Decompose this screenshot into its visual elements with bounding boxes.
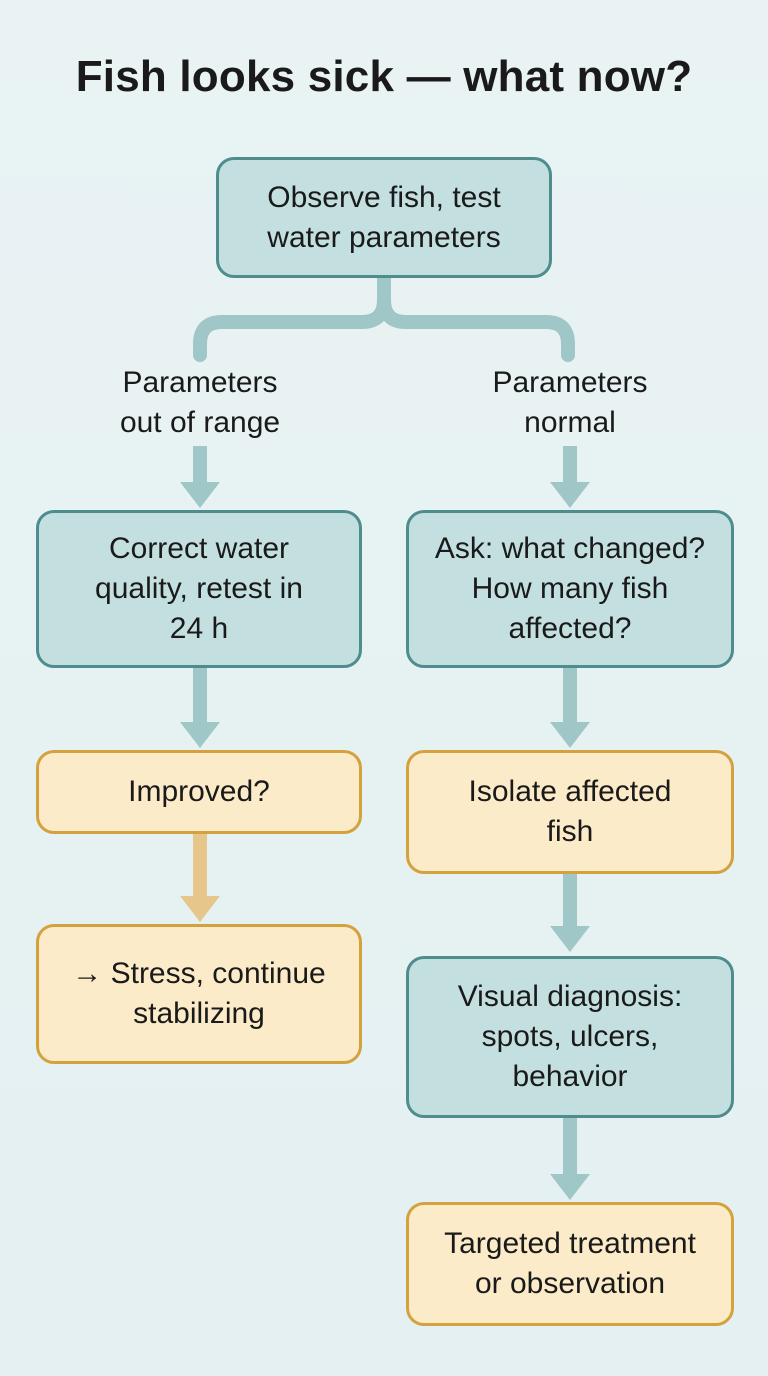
split-connector [193, 271, 575, 362]
arrow-left-1 [180, 446, 220, 508]
right-step-targeted-treatment: Targeted treatment or observation [406, 1202, 734, 1326]
left-step-improved: Improved? [36, 750, 362, 834]
right-step-isolate: Isolate affected fish [406, 750, 734, 874]
branch-label-left: Parameters out of range [119, 366, 281, 439]
arrow-right-3 [550, 874, 590, 952]
left-step-correct-water: Correct water quality, retest in 24 h [36, 510, 362, 668]
right-step-visual-diagnosis: Visual diagnosis: spots, ulcers, behavio… [406, 956, 734, 1118]
arrow-right-2 [550, 668, 590, 748]
arrow-right-1 [550, 446, 590, 508]
right-step-ask: Ask: what changed? How many fish affecte… [406, 510, 734, 668]
diagram-title: Fish looks sick — what now? [75, 52, 693, 101]
arrow-right-4 [550, 1118, 590, 1200]
left-step-stress: → Stress, continue stabilizing [36, 924, 362, 1064]
arrow-left-2 [180, 668, 220, 748]
branch-label-right: Parameters normal [492, 366, 648, 439]
arrow-left-3 [180, 834, 220, 922]
start-node: Observe fish, test water parameters [216, 157, 552, 278]
